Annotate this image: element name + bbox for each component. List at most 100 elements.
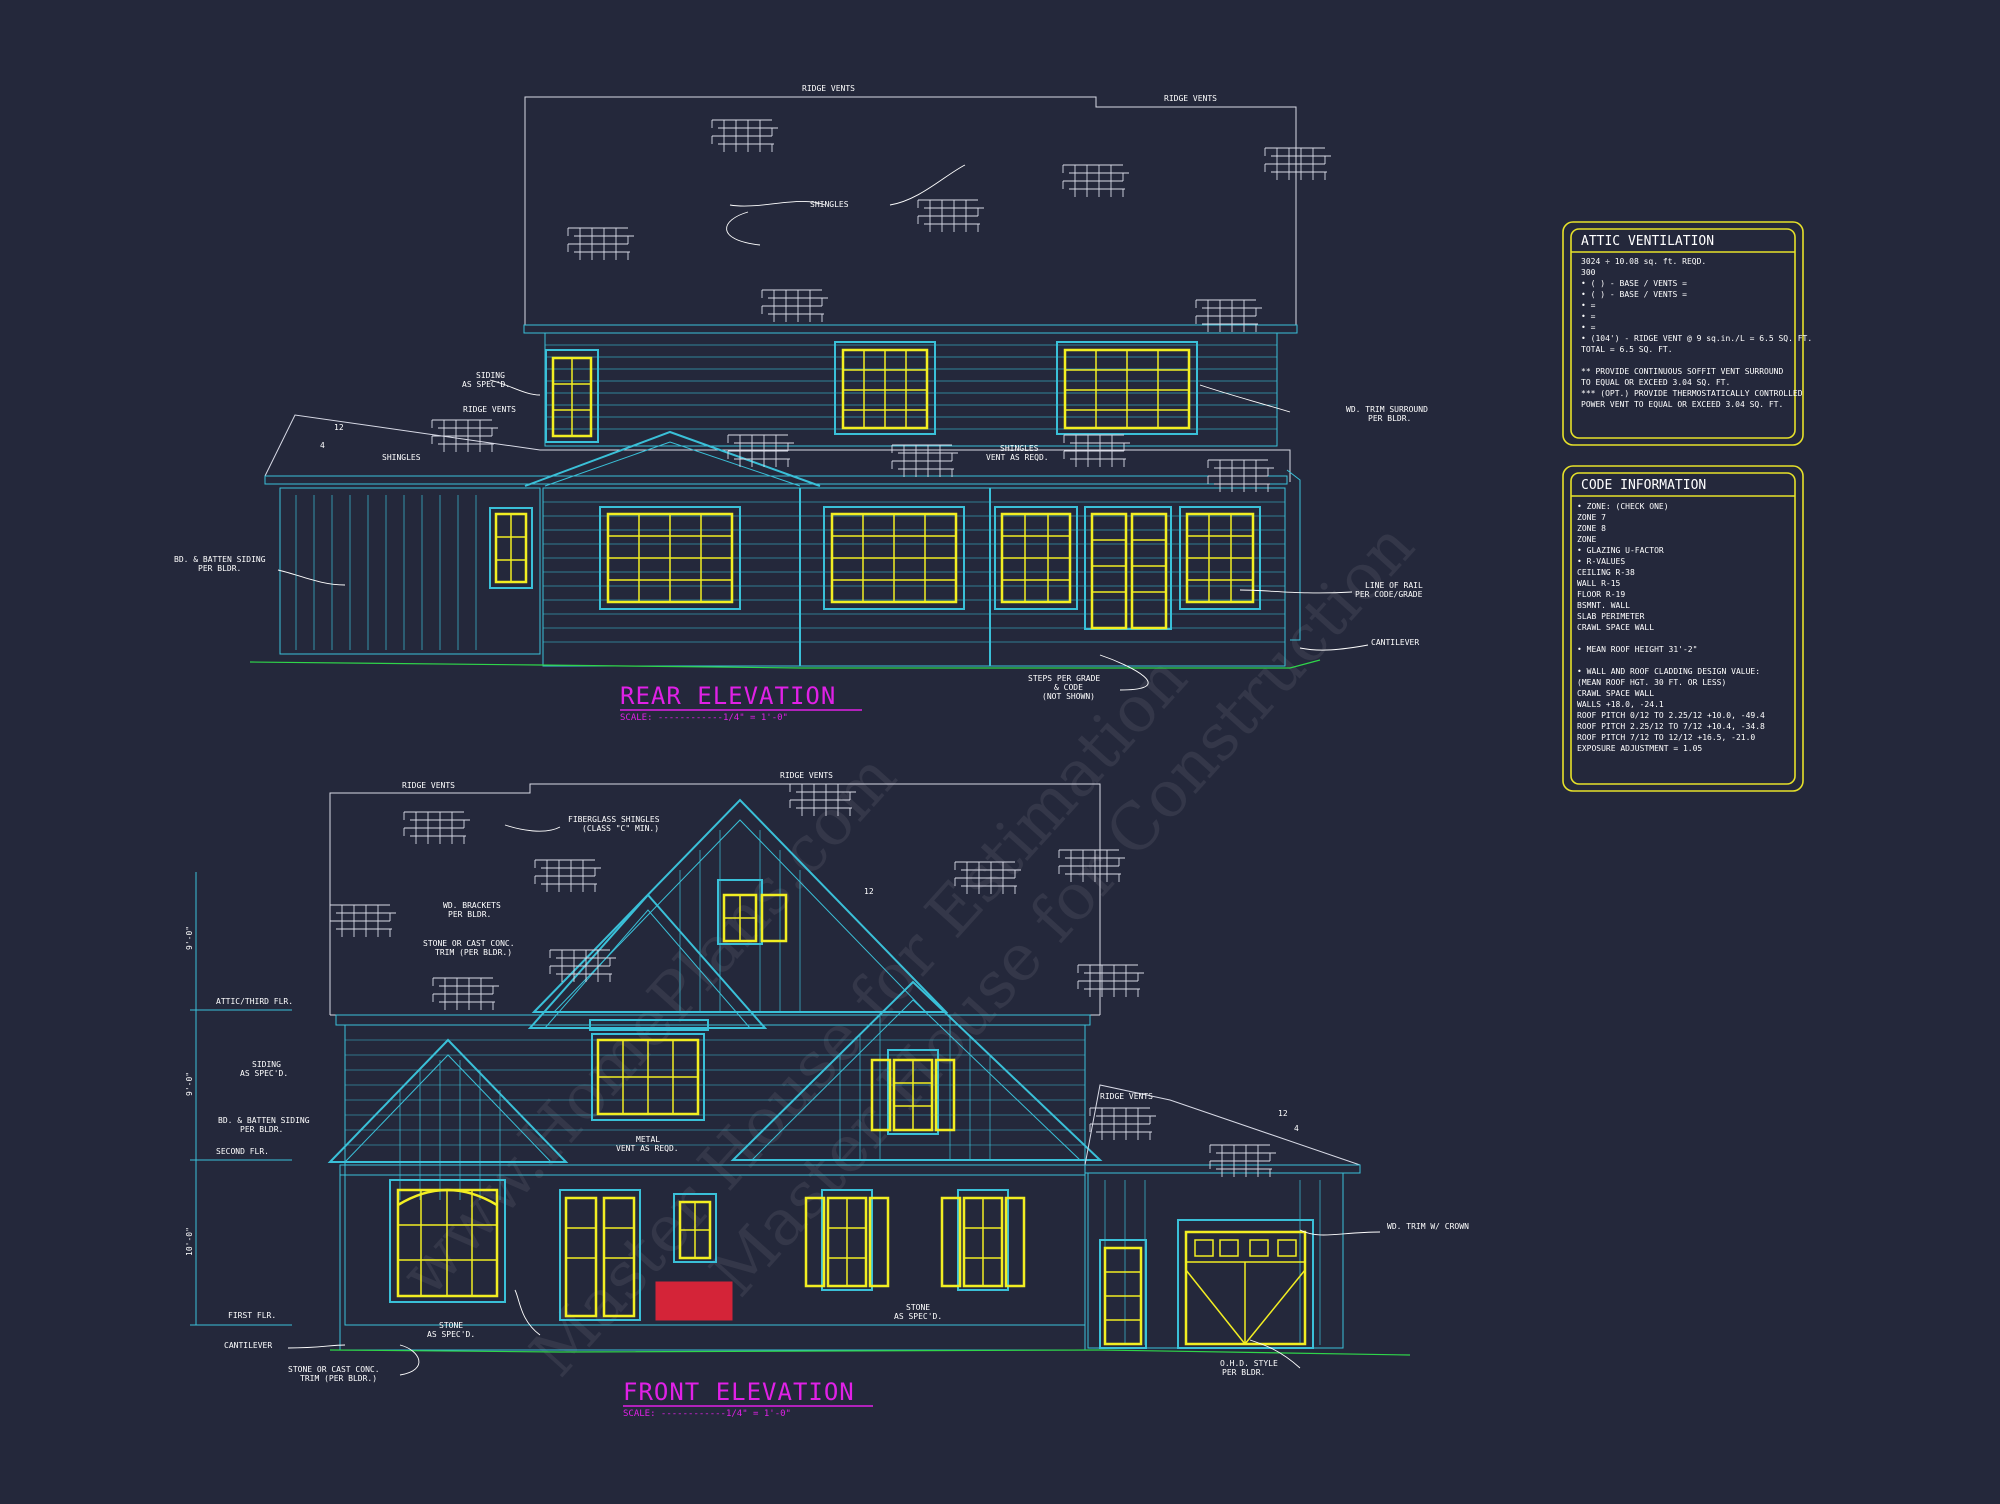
leader-lines (277, 164, 1381, 1376)
attic_ventilation-line: *** (OPT.) PROVIDE THERMOSTATICALLY CONT… (1581, 389, 1803, 398)
shingle-hatch-symbol (1089, 1107, 1156, 1140)
attic_ventilation-line: POWER VENT TO EQUAL OR EXCEED 3.04 SQ. F… (1581, 400, 1783, 409)
rear-ridge-vents-label-3: RIDGE VENTS (463, 405, 516, 414)
front-dimension-1: 9'-0" (185, 926, 194, 950)
code_information-line: ZONE 8 (1577, 524, 1606, 533)
front-dimension-3: 10'-0" (185, 1227, 194, 1256)
attic_ventilation-line: • (104') - RIDGE VENT @ 9 sq.in./L = 6.5… (1581, 334, 1812, 343)
front-ridge-vents-label: RIDGE VENTS (402, 781, 455, 790)
watermark-line-3: Master House for Construction (697, 509, 1429, 1310)
front-first-floor-label: FIRST FLR. (228, 1311, 276, 1320)
shingle-hatch-symbol (567, 227, 634, 260)
shingle-hatch-symbol (534, 859, 601, 892)
code_information-line: • GLAZING U-FACTOR (1577, 546, 1664, 555)
attic-ventilation-title: ATTIC VENTILATION (1581, 234, 1714, 249)
attic_ventilation-line: • ( ) - BASE / VENTS = (1581, 279, 1687, 288)
rear-shingles-label: SHINGLES (810, 200, 849, 209)
code_information-line: FLOOR R-19 (1577, 590, 1625, 599)
front-pitch-run: 4 (1294, 1124, 1299, 1133)
front-metal-label: METAL (636, 1135, 660, 1144)
attic_ventilation-line: • = (1581, 312, 1596, 321)
front-stone-trim-bottom-label: STONE OR CAST CONC. (288, 1365, 380, 1374)
front-wd-brackets-label-2: PER BLDR. (448, 910, 491, 919)
shingle-hatch-symbol (329, 904, 396, 937)
rear-line-rail-label-2: PER CODE/GRADE (1355, 590, 1423, 599)
code_information-line: ROOF PITCH 2.25/12 TO 7/12 +10.4, -34.8 (1577, 722, 1765, 731)
shingle-hatch-symbol (917, 199, 984, 232)
rear-shingles-label-2: SHINGLES (382, 453, 421, 462)
shingle-hatch-symbol (789, 783, 856, 816)
rear-batten-label-2: PER BLDR. (198, 564, 241, 573)
shingle-hatch-symbol (761, 289, 828, 322)
front-stone-trim-label-2: TRIM (PER BLDR.) (435, 948, 512, 957)
front-siding-label: SIDING (252, 1060, 281, 1069)
code_information-line: CRAWL SPACE WALL (1577, 689, 1654, 698)
attic_ventilation-line: 300 (1581, 268, 1596, 277)
front-siding-label-2: AS SPEC'D. (240, 1069, 288, 1078)
shingle-hatch-symbol (1077, 964, 1144, 997)
rear-wd-trim-label: WD. TRIM SURROUND (1346, 405, 1428, 414)
front-fiberglass-label: FIBERGLASS SHINGLES (568, 815, 660, 824)
attic_ventilation-line: • = (1581, 301, 1596, 310)
attic-ventilation-panel: ATTIC VENTILATION 3024 ÷ 10.08 sq. ft. R… (1562, 221, 1812, 446)
front-stone-label: STONE (439, 1321, 463, 1330)
front-elevation-labels: RIDGE VENTS RIDGE VENTS FIBERGLASS SHING… (185, 771, 1469, 1419)
attic_ventilation-line: 3024 ÷ 10.08 sq. ft. REQD. (1581, 257, 1706, 266)
rear-pitch-run: 4 (320, 441, 325, 450)
front-ohd-label-2: PER BLDR. (1222, 1368, 1265, 1377)
shingle-hatch-symbol (954, 861, 1021, 894)
code-information-lines: • ZONE: (CHECK ONE) ZONE 7 ZONE 8 ZONE• … (1577, 502, 1765, 753)
code_information-line: SLAB PERIMETER (1577, 612, 1645, 621)
code_information-line: • MEAN ROOF HEIGHT 31'-2" (1577, 645, 1697, 654)
shingle-hatch-symbol (403, 811, 470, 844)
code-information-title: CODE INFORMATION (1581, 478, 1706, 493)
front-pitch-rise: 12 (864, 887, 874, 896)
front-elevation (190, 783, 1411, 1356)
attic_ventilation-line: • ( ) - BASE / VENTS = (1581, 290, 1687, 299)
front-batten-label-2: PER BLDR. (240, 1125, 283, 1134)
front-elevation-title: FRONT ELEVATION (623, 1378, 855, 1406)
front-batten-label: BD. & BATTEN SIDING (218, 1116, 310, 1125)
rear-wd-trim-label-2: PER BLDR. (1368, 414, 1411, 423)
rear-shingles-vent-label: SHINGLES (1000, 444, 1039, 453)
front-stone-trim-label: STONE OR CAST CONC. (423, 939, 515, 948)
rear-shingles-vent-label-2: VENT AS REQD. (986, 453, 1049, 462)
rear-cantilever-label: CANTILEVER (1371, 638, 1419, 647)
rear-steps-label-2: & CODE (1054, 683, 1083, 692)
rear-ridge-vents-label: RIDGE VENTS (802, 84, 855, 93)
attic_ventilation-line: • = (1581, 323, 1596, 332)
shingle-hatch-symbol (431, 419, 498, 452)
front-second-floor-label: SECOND FLR. (216, 1147, 269, 1156)
attic_ventilation-line: TOTAL = 6.5 SQ. FT. (1581, 345, 1673, 354)
code_information-line: ZONE 7 (1577, 513, 1606, 522)
rear-elevation-labels: RIDGE VENTS RIDGE VENTS SHINGLES SIDING … (174, 84, 1428, 723)
code_information-line: • WALL AND ROOF CLADDING DESIGN VALUE: (1577, 667, 1760, 676)
shingle-hatch-symbol (711, 119, 778, 152)
rear-steps-label: STEPS PER GRADE (1028, 674, 1100, 683)
rear-siding-label: SIDING (476, 371, 505, 380)
code_information-line: ZONE (1577, 535, 1596, 544)
front-wd-brackets-label: WD. BRACKETS (443, 901, 501, 910)
shingle-hatch-symbol (432, 977, 499, 1010)
front-cantilever-label: CANTILEVER (224, 1341, 272, 1350)
shingle-hatch-symbol (1209, 1144, 1276, 1177)
front-ridge-vents-label-2: RIDGE VENTS (780, 771, 833, 780)
shingle-hatch-symbol (1063, 434, 1130, 467)
code_information-line: • R-VALUES (1577, 557, 1625, 566)
shingle-hatch-symbol (1207, 459, 1274, 492)
rear-line-rail-label: LINE OF RAIL (1365, 581, 1423, 590)
rear-steps-label-3: (NOT SHOWN) (1042, 692, 1095, 701)
shingle-hatch-symbol (727, 434, 794, 467)
code_information-line: (MEAN ROOF HGT. 30 FT. OR LESS) (1577, 678, 1726, 687)
code_information-line: WALLS +18.0, -24.1 (1577, 700, 1664, 709)
rear-ridge-vents-label-2: RIDGE VENTS (1164, 94, 1217, 103)
rear-siding-label-2: AS SPEC'D. (462, 380, 510, 389)
front-stone-label-b-2: AS SPEC'D. (894, 1312, 942, 1321)
front-ohd-label: O.H.D. STYLE (1220, 1359, 1278, 1368)
front-metal-label-2: VENT AS REQD. (616, 1144, 679, 1153)
shingle-hatch-symbol (891, 444, 958, 477)
attic_ventilation-line: ** PROVIDE CONTINUOUS SOFFIT VENT SURROU… (1581, 367, 1783, 376)
front-stone-label-2: AS SPEC'D. (427, 1330, 475, 1339)
front-fiberglass-label-2: (CLASS "C" MIN.) (582, 824, 659, 833)
shingle-hatch-symbol (1058, 849, 1125, 882)
